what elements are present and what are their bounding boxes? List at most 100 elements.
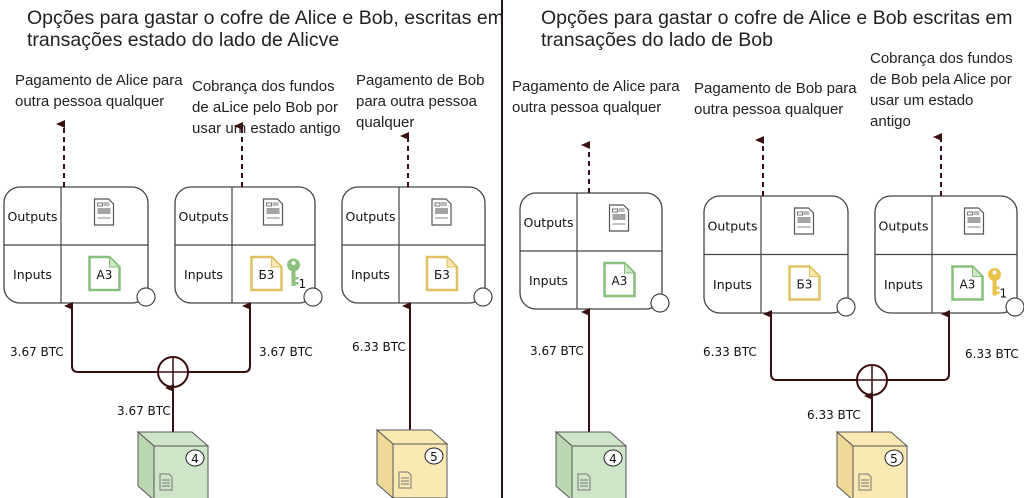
key-hole — [291, 261, 296, 265]
document-outline — [398, 471, 412, 489]
funding-arrow — [763, 310, 857, 381]
caption-line: Pagamento de Bob — [356, 72, 485, 89]
utxo-box-4: 4 — [136, 430, 210, 498]
caption-line: Pagamento de Alice para — [15, 72, 183, 89]
transaction-status-circle — [1005, 297, 1024, 317]
input-document-label: A3 — [97, 268, 113, 282]
outputs-label: Outputs — [524, 215, 574, 230]
document-mark — [612, 208, 618, 213]
inputs-label: Inputs — [13, 267, 52, 282]
funding-arrow — [64, 302, 158, 373]
input-document-A3: A3 — [951, 265, 984, 301]
box-number: 4 — [191, 452, 199, 466]
document-mark — [434, 202, 441, 207]
box-number: 5 — [430, 450, 438, 464]
caption-line: Pagamento de Bob para — [694, 80, 857, 97]
document-mark — [967, 211, 973, 216]
panel-title-line1: Opções para gastar o cofre de Alice e Bo… — [27, 7, 504, 29]
document-outline — [159, 473, 173, 491]
key-shaft — [992, 279, 997, 296]
transaction-status-circle — [303, 287, 323, 307]
key-index: 1 — [299, 277, 307, 291]
caption-line: usar um estado antigo — [192, 120, 341, 137]
box-document-icon — [577, 473, 591, 491]
caption-alice-payment: Pagamento de Alice para outra pessoa qua… — [15, 70, 183, 112]
transaction-status-circle — [136, 287, 156, 307]
key-tooth — [295, 277, 299, 280]
key-tooth — [295, 282, 299, 285]
document-mark — [266, 202, 272, 207]
utxo-box-4: 4 — [554, 430, 628, 498]
output-document-icon — [608, 204, 630, 232]
output-document-icon — [262, 198, 284, 226]
amount-label: 3.67 BTC — [10, 345, 64, 359]
input-document-fold — [446, 255, 459, 268]
panel-divider — [501, 0, 503, 498]
caption-line: Cobrança dos fundos — [192, 78, 335, 95]
outputs-label: Outputs — [346, 209, 396, 224]
amount-label: 6.33 BTC — [807, 408, 861, 422]
inputs-label: Inputs — [184, 267, 223, 282]
amount-label: 6.33 BTC — [352, 340, 406, 354]
caption-line: outra pessoa qualquer — [694, 101, 844, 118]
caption-line: de Bob pela Alice por — [870, 71, 1012, 88]
amount-label: 6.33 BTC — [965, 347, 1019, 361]
input-document-A3: A3 — [88, 255, 121, 292]
panel-alice-side: Opções para gastar o cofre de Alice e Bo… — [0, 0, 504, 498]
box-document-icon — [398, 471, 412, 489]
box-number-badge — [884, 449, 904, 467]
key-hole — [992, 270, 997, 275]
panel-bob-side: Opções para gastar o cofre de Alice e Bo… — [502, 0, 1024, 498]
outputs-label: Outputs — [179, 209, 229, 224]
utxo-box-5: 5 — [375, 428, 449, 498]
output-document-icon — [963, 207, 985, 235]
output-document-icon — [93, 198, 115, 226]
caption-line: outra pessoa qualquer — [512, 99, 662, 116]
document-outline — [793, 207, 815, 235]
box-front — [392, 443, 448, 498]
key-shaft — [291, 270, 296, 286]
key-icon: 1 — [287, 258, 307, 291]
input-document-fold — [271, 255, 283, 268]
caption-line: para outra pessoa — [356, 93, 477, 110]
transaction-status-circle — [836, 297, 856, 317]
caption-alice-penalty: Cobrança dos fundos de Bob pela Alice po… — [870, 48, 1013, 132]
box-number-badge — [424, 447, 444, 465]
box-number: 5 — [890, 452, 898, 466]
output-document-icon — [431, 198, 452, 226]
outputs-label: Outputs — [708, 218, 758, 233]
inputs-label: Inputs — [713, 277, 752, 292]
box-document-icon — [159, 473, 173, 491]
input-document-Б3: Б3 — [788, 265, 821, 301]
document-outline — [963, 207, 985, 235]
box-number-badge — [603, 449, 623, 467]
caption-line: Pagamento de Alice para — [512, 78, 680, 95]
key-tooth — [996, 286, 1000, 289]
key-tooth — [996, 291, 1000, 294]
panel-title-line2: transações do lado de Bob — [541, 29, 774, 51]
caption-line: outra pessoa qualquer — [15, 93, 165, 110]
input-document-label: A3 — [612, 274, 628, 288]
input-document-label: Б3 — [797, 278, 813, 292]
amount-label: 3.67 BTC — [530, 344, 584, 358]
split-connector — [763, 310, 950, 396]
amount-label: 6.33 BTC — [703, 345, 757, 359]
outputs-label: Outputs — [8, 209, 58, 224]
split-connector — [64, 302, 251, 388]
panel-title-line2: transações estado do lado de Alicve — [27, 29, 340, 51]
document-outline — [608, 204, 630, 232]
document-outline — [577, 473, 591, 491]
input-document-label: Б3 — [434, 268, 450, 282]
transaction-status-circle — [473, 287, 493, 307]
caption-line: antigo — [870, 113, 911, 130]
inputs-label: Inputs — [529, 273, 568, 288]
input-document-fold — [972, 265, 984, 277]
input-document-A3: A3 — [603, 261, 636, 298]
